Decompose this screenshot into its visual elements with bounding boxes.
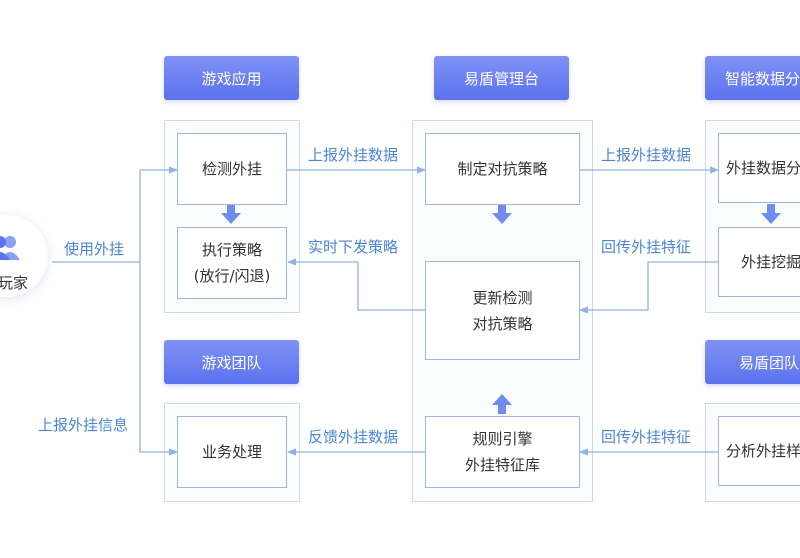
label-return-feature-1: 回传外挂特征 — [601, 238, 692, 256]
label-use-cheat: 使用外挂 — [64, 240, 125, 258]
arrow-down-icon — [221, 204, 241, 224]
label-report-data-2: 上报外挂数据 — [601, 146, 692, 164]
users-icon — [0, 236, 20, 260]
node-biz-process: 业务处理 — [177, 416, 287, 488]
node-rule-engine: 规则引擎 外挂特征库 — [425, 416, 580, 488]
node-cheat-analysis: 外挂数据分析 — [718, 133, 800, 203]
player-avatar — [0, 215, 48, 297]
node-exec-strategy: 执行策略 (放行/闪退) — [177, 227, 287, 299]
arrow-down-icon — [761, 204, 781, 224]
label-return-feature-2: 回传外挂特征 — [601, 428, 692, 446]
node-cheat-mining: 外挂挖掘 — [718, 227, 800, 297]
node-make-strategy: 制定对抗策略 — [425, 133, 580, 205]
header-yidun-console: 易盾管理台 — [434, 56, 569, 100]
player-label: 玩家 — [0, 274, 29, 292]
label-feedback-data: 反馈外挂数据 — [308, 428, 399, 446]
node-detect-cheat: 检测外挂 — [177, 133, 287, 205]
label-realtime-push: 实时下发策略 — [308, 238, 399, 256]
header-yidun-team: 易盾团队 — [705, 340, 800, 384]
header-game-team: 游戏团队 — [164, 340, 299, 384]
node-update-strategy: 更新检测 对抗策略 — [425, 261, 580, 360]
header-game-app: 游戏应用 — [164, 56, 299, 100]
header-smart-analysis: 智能数据分析 — [705, 56, 800, 100]
arrow-down-icon — [492, 204, 512, 224]
arrow-up-icon — [492, 394, 512, 414]
node-analyze-cheat: 分析外挂样本 — [718, 416, 800, 486]
label-report-data-1: 上报外挂数据 — [308, 146, 399, 164]
label-report-cheat-info: 上报外挂信息 — [38, 416, 129, 434]
